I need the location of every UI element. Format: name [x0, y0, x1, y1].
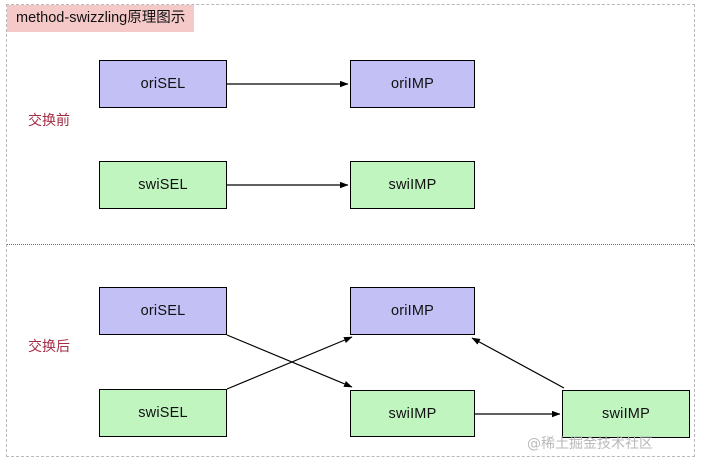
node-label: swiIMP	[602, 406, 650, 422]
diagram-title: method-swizzling原理图示	[7, 5, 195, 32]
diagram-outer-frame	[6, 4, 695, 457]
node-before-swi-sel: swiSEL	[99, 161, 227, 209]
stage-label-before: 交换前	[28, 113, 70, 129]
node-after-swi-sel: swiSEL	[99, 389, 227, 437]
node-label: swiIMP	[388, 405, 437, 422]
node-label: oriIMP	[390, 303, 435, 319]
node-label: swiIMP	[388, 177, 437, 193]
node-label: oriIMP	[390, 76, 435, 92]
node-after-swi-imp-right: swiIMP	[562, 390, 690, 438]
panel-divider	[7, 244, 694, 245]
stage-label-after: 交换后	[28, 339, 70, 355]
node-before-swi-imp: swiIMP	[350, 161, 475, 209]
node-before-ori-sel: oriSEL	[99, 60, 227, 108]
node-after-ori-imp: oriIMP	[350, 287, 475, 335]
node-label: oriSEL	[140, 76, 186, 92]
node-label: swiSEL	[138, 177, 188, 193]
watermark: @稀土掘金技术社区	[527, 436, 653, 452]
node-label: swiSEL	[138, 405, 188, 421]
node-label: oriSEL	[140, 303, 186, 319]
node-after-ori-sel: oriSEL	[99, 287, 227, 335]
node-after-swi-imp-mid: swiIMP	[350, 390, 475, 437]
node-before-ori-imp: oriIMP	[350, 60, 475, 108]
